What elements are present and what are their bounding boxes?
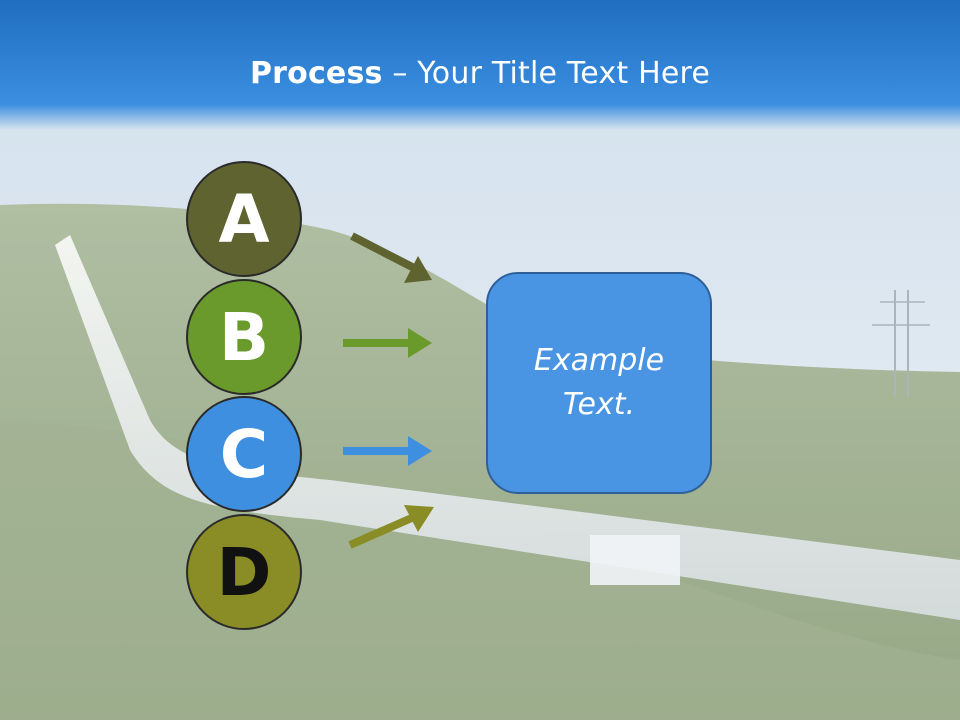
title-rest: – Your Title Text Here (382, 56, 711, 91)
example-text-box: Example Text. (486, 272, 712, 494)
step-c-circle: C (186, 396, 302, 512)
example-text: Example Text. (533, 343, 665, 422)
step-a-letter: A (218, 180, 270, 258)
title-bar (0, 0, 960, 130)
step-a-circle: A (186, 161, 302, 277)
step-d-circle: D (186, 514, 302, 630)
step-c-letter: C (219, 415, 269, 493)
arrow-d (348, 505, 434, 549)
page-title: Process – Your Title Text Here (0, 56, 960, 91)
arrow-c (343, 436, 432, 466)
step-b-letter: B (218, 298, 270, 376)
arrow-b (343, 328, 432, 358)
title-bold: Process (249, 56, 383, 91)
step-b-circle: B (186, 279, 302, 395)
step-d-letter: D (216, 533, 272, 611)
arrow-a (350, 232, 432, 283)
